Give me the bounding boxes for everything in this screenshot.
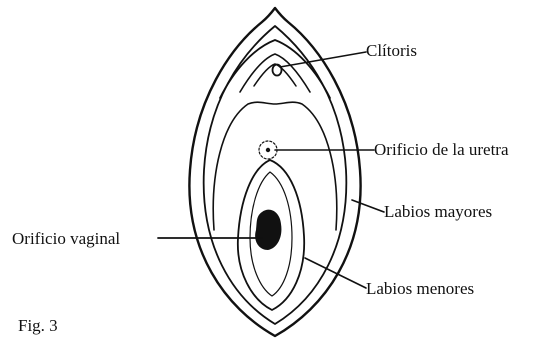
label-orificio-vaginal: Orificio vaginal bbox=[12, 229, 120, 249]
hood-middle bbox=[240, 54, 310, 92]
clitoris bbox=[273, 65, 282, 76]
vaginal-opening bbox=[255, 210, 281, 250]
label-labios-menores: Labios menores bbox=[366, 279, 474, 299]
label-orificio-uretra: Orificio de la uretra bbox=[374, 140, 509, 160]
label-labios-mayores: Labios mayores bbox=[384, 202, 492, 222]
label-clitoris: Clítoris bbox=[366, 41, 417, 61]
vestibule-fold bbox=[213, 102, 337, 230]
leader-menores bbox=[305, 258, 366, 288]
figure-caption: Fig. 3 bbox=[18, 316, 58, 336]
leader-mayores bbox=[352, 200, 384, 212]
leader-clitoris bbox=[280, 52, 366, 67]
urethral-dot bbox=[266, 148, 270, 152]
inner-outline bbox=[204, 26, 347, 324]
